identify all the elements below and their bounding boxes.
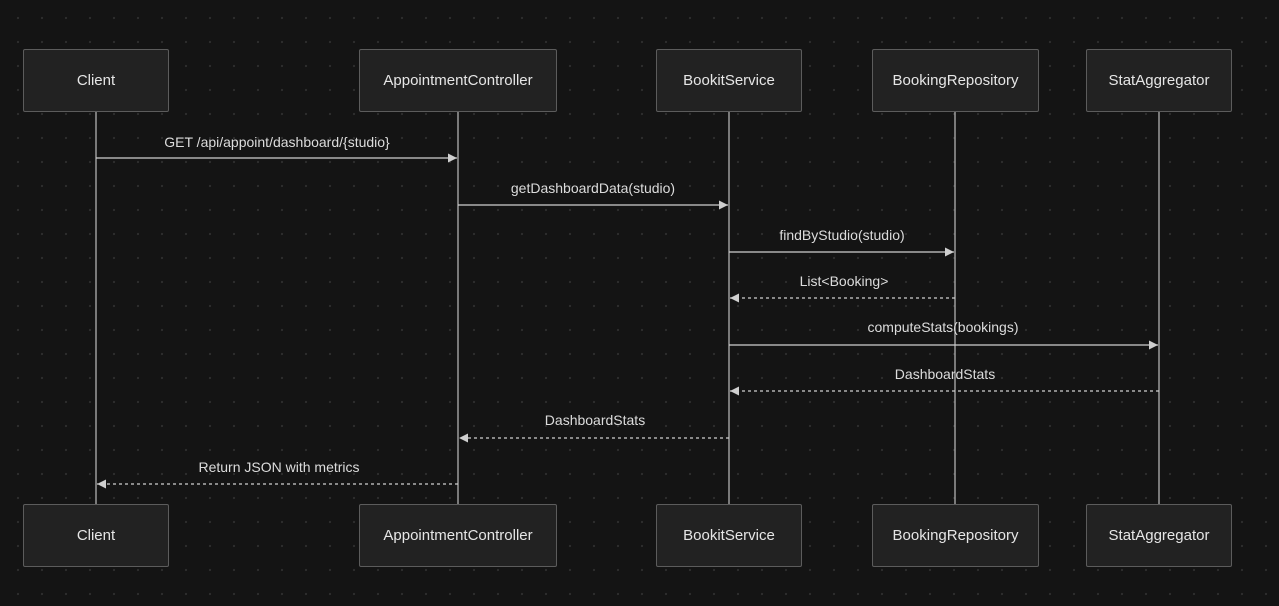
actor-label: AppointmentController [383,527,533,544]
actor-label: Client [76,72,116,89]
message-label-request: GET /api/appoint/dashboard/{studio} [164,134,390,150]
actor-aggregator-bottom: StatAggregator [1086,504,1232,567]
actor-label: BookitService [683,72,775,89]
actor-label: BookingRepository [892,527,1019,544]
actor-aggregator-top: StatAggregator [1086,49,1232,112]
actor-label: Client [76,527,116,544]
actor-client-bottom: Client [23,504,169,567]
actor-client-top: Client [23,49,169,112]
message-label-booking-list: List<Booking> [799,273,889,289]
actor-controller-bottom: AppointmentController [359,504,557,567]
message-label-json-response: Return JSON with metrics [198,459,360,475]
actor-label: StatAggregator [1108,527,1210,544]
message-label-stats-return: DashboardStats [894,366,996,382]
actor-label: BookingRepository [892,72,1019,89]
message-label-find-by-studio: findByStudio(studio) [779,227,905,243]
actor-repository-bottom: BookingRepository [872,504,1039,567]
actor-label: BookitService [683,527,775,544]
message-label-compute-stats: computeStats(bookings) [867,319,1019,335]
actor-service-bottom: BookitService [656,504,802,567]
message-label-stats-to-controller: DashboardStats [544,412,646,428]
actor-label: AppointmentController [383,72,533,89]
message-label-get-dashboard-data: getDashboardData(studio) [510,180,676,196]
actor-service-top: BookitService [656,49,802,112]
actor-label: StatAggregator [1108,72,1210,89]
actor-repository-top: BookingRepository [872,49,1039,112]
actor-controller-top: AppointmentController [359,49,557,112]
